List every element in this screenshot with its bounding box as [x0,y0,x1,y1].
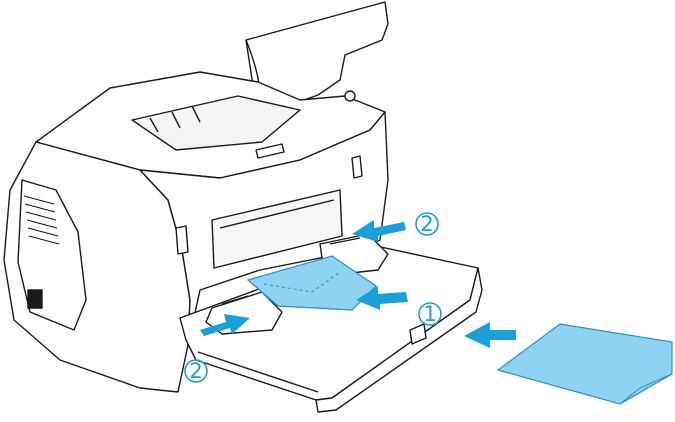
callout-number: 2 [420,212,433,236]
callout-number: 2 [189,359,202,383]
callout-number: 1 [423,302,436,326]
arrow-insert-envelope [464,322,516,348]
power-switch-icon [28,290,42,308]
callout-2-bottom: 2 [185,359,207,383]
power-indicator-icon [345,91,355,101]
envelope-icon [498,324,672,404]
callout-2-top: 2 [416,212,438,236]
